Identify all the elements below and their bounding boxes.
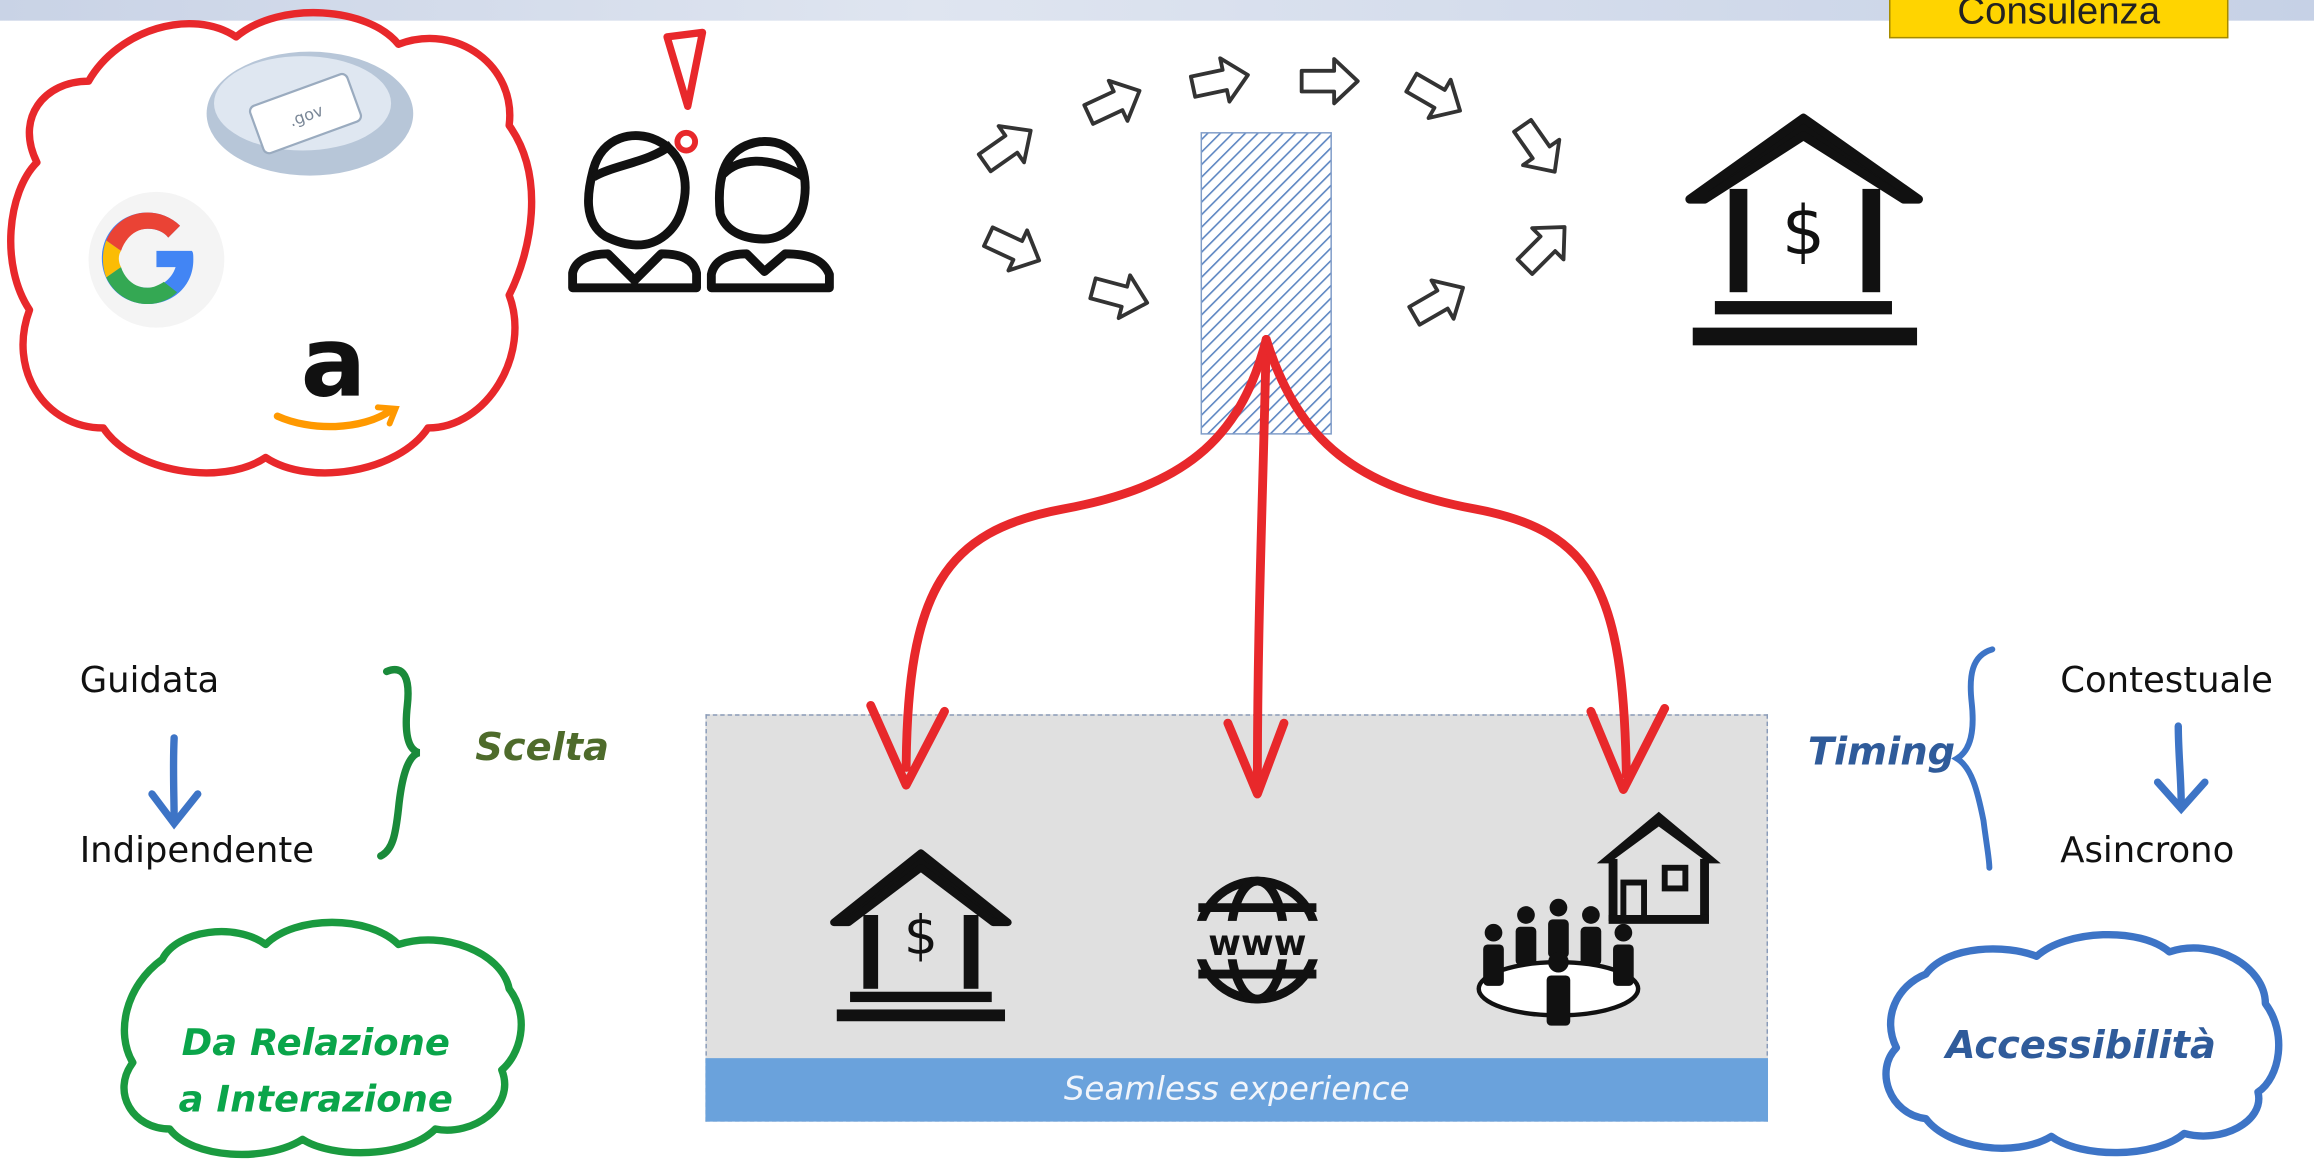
svg-text:$: $: [1782, 192, 1825, 271]
label-guidata: Guidata: [79, 659, 220, 702]
amazon-logo-icon: a: [273, 306, 400, 431]
consulenza-badge: Consulenza: [1889, 0, 2229, 39]
red-exclamation-icon: [663, 28, 707, 154]
ring-arrow: [1398, 61, 1474, 132]
ring-arrow: [1401, 266, 1476, 337]
label-contestuale: Contestuale: [2060, 659, 2273, 702]
blue-cloud: [1882, 930, 2283, 1157]
bank-icon: $: [830, 849, 1012, 1022]
google-logo-icon: [88, 191, 225, 328]
bank-icon-large: $: [1685, 113, 1923, 346]
right-down-arrow: [2153, 722, 2209, 815]
cloud-relazione-text: Da Relazione a Interazione: [139, 1015, 493, 1127]
cloud-relazione-line1: Da Relazione: [181, 1021, 450, 1065]
ring-arrow: [977, 214, 1051, 283]
svg-text:www: www: [1208, 923, 1306, 964]
red-cloud-left: [7, 9, 536, 477]
red-connector-arrows: [866, 335, 1670, 799]
cloud-relazione-line2: a Interazione: [178, 1077, 453, 1121]
label-scelta: Scelta: [475, 726, 610, 771]
label-asincrono: Asincrono: [2060, 829, 2235, 871]
svg-text:$: $: [904, 904, 938, 966]
meeting-home-icon: [1476, 811, 1721, 1026]
ring-arrow: [1077, 68, 1151, 137]
right-brace-icon: [1951, 646, 1996, 871]
left-down-arrow: [148, 734, 202, 830]
ring-arrow: [1085, 264, 1155, 327]
ring-arrow: [1507, 209, 1583, 285]
www-globe-icon: www: [1189, 876, 1326, 1004]
left-brace-icon: [377, 666, 421, 860]
ring-arrow: [1186, 51, 1255, 111]
svg-text:a: a: [301, 306, 367, 419]
label-indipendente: Indipendente: [79, 829, 315, 871]
label-timing: Timing: [1807, 730, 1956, 775]
cloud-accessibilita-text: Accessibilità: [1945, 1024, 2216, 1069]
ring-arrow: [1299, 57, 1360, 106]
top-bar: [0, 0, 2314, 21]
green-cloud: [120, 918, 525, 1159]
two-people-icon: [568, 131, 834, 293]
ring-arrow: [1502, 111, 1575, 187]
gov-key-icon: .gov: [206, 51, 414, 176]
seamless-experience-bar: Seamless experience: [705, 1058, 1769, 1122]
ring-arrow: [970, 110, 1046, 183]
